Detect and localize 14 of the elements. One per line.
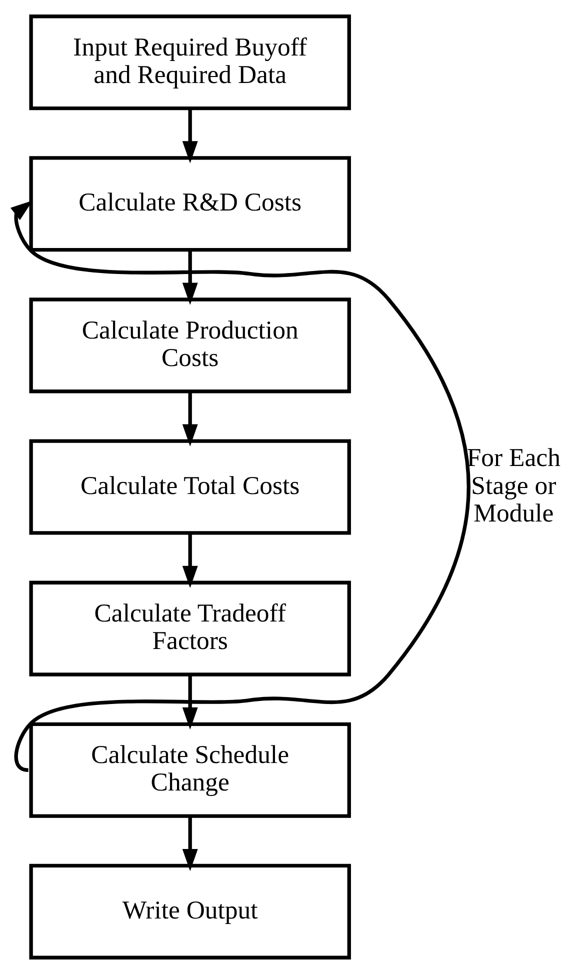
node-box: Calculate Tradeoff Factors xyxy=(29,580,351,676)
arrow xyxy=(182,250,198,305)
arrow xyxy=(182,533,198,588)
arrow xyxy=(182,108,198,164)
node-box: Input Required Buyoff and Required Data xyxy=(29,14,351,110)
node-box: Calculate R&D Costs xyxy=(29,156,351,252)
node-box: Write Output xyxy=(29,864,351,960)
arrow xyxy=(182,392,198,446)
node-box: Calculate Schedule Change xyxy=(29,722,351,818)
edge-label: For Each Stage or Module xyxy=(466,443,560,528)
arrow xyxy=(182,816,198,872)
node-box: Calculate Total Costs xyxy=(29,439,351,535)
arrow xyxy=(182,674,198,730)
node-box: Calculate Production Costs xyxy=(29,298,351,394)
